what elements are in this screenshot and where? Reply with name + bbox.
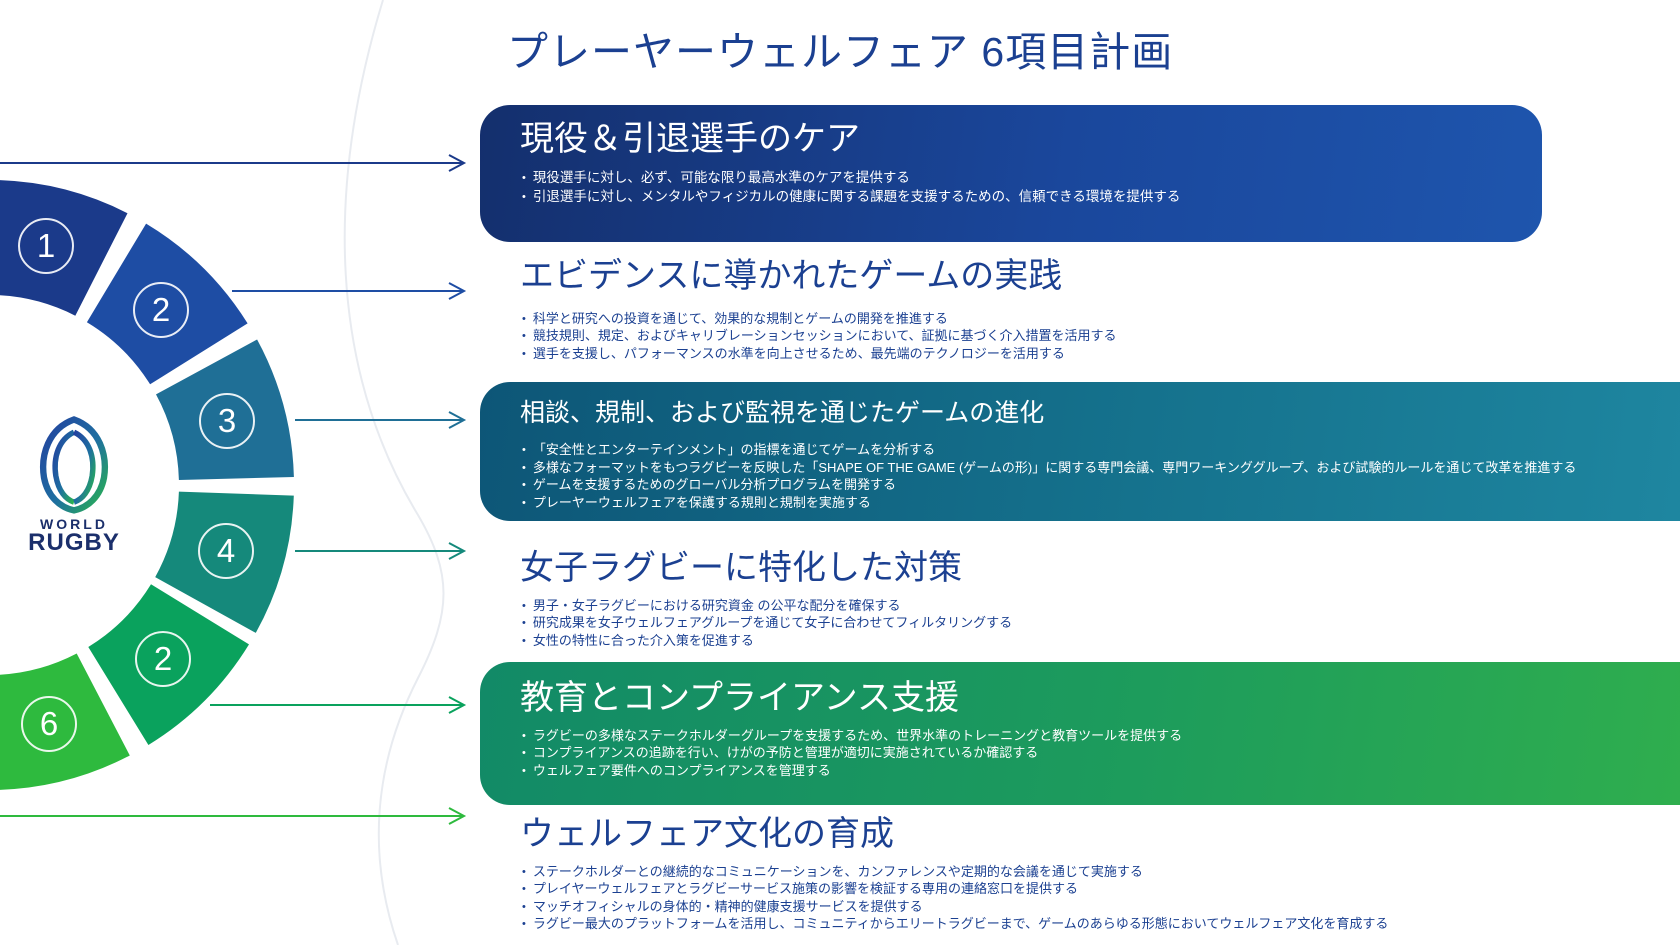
bullet-item: 引退選手に対し、メンタルやフィジカルの健康に関する課題を支援するための、信頼でき… <box>520 188 1180 207</box>
wheel-number-2: 2 <box>133 282 189 338</box>
section-1: 現役＆引退選手のケア 現役選手に対し、必ず、可能な限り最高水準のケアを提供する … <box>520 119 1180 207</box>
section-4: 女子ラグビーに特化した対策 男子・女子ラグビーにおける研究資金 の公平な配分を確… <box>520 548 1012 650</box>
connector-arrow-2 <box>232 282 467 300</box>
bullet-item: 女性の特性に合った介入策を促進する <box>520 633 1012 651</box>
section-2-bullets: 科学と研究への投資を通じて、効果的な規制とゲームの開発を推進する 競技規則、規定… <box>520 311 1117 364</box>
section-1-heading: 現役＆引退選手のケア <box>520 120 860 158</box>
connector-arrow-3 <box>295 411 467 429</box>
bullet-item: ウェルフェア要件へのコンプライアンスを管理する <box>520 763 1182 781</box>
section-2: エビデンスに導かれたゲームの実践 科学と研究への投資を通じて、効果的な規制とゲー… <box>520 256 1117 363</box>
connector-arrow-1 <box>0 154 467 172</box>
wheel-number-4-label: 4 <box>216 532 236 569</box>
swoosh-curve <box>343 0 445 945</box>
wheel-number-1: 1 <box>18 218 74 274</box>
section-6-heading: ウェルフェア文化の育成 <box>520 815 894 853</box>
wheel-number-6-label: 6 <box>39 705 59 742</box>
logo-text-rugby: RUGBY <box>28 529 120 556</box>
section-3: 相談、規制、および監視を通じたゲームの進化 「安全性とエンターテインメント」の指… <box>520 398 1576 512</box>
wheel-number-5: 2 <box>135 631 191 687</box>
wheel-number-1-label: 1 <box>36 227 56 264</box>
wheel-number-3: 3 <box>199 393 255 449</box>
bullet-item: プレイヤーウェルフェアとラグビーサービス施策の影響を検証する専用の連絡窓口を提供… <box>520 881 1388 899</box>
page-title: プレーヤーウェルフェア 6項目計画 <box>507 29 1174 75</box>
wheel-number-3-label: 3 <box>217 402 237 439</box>
bullet-item: ステークホルダーとの継続的なコミュニケーションを、カンファレンスや定期的な会議を… <box>520 864 1388 882</box>
connector-arrow-4 <box>295 542 467 560</box>
bullet-item: コンプライアンスの追跡を行い、けがの予防と管理が適切に実施されているか確認する <box>520 745 1182 763</box>
section-5: 教育とコンプライアンス支援 ラグビーの多様なステークホルダーグループを支援するた… <box>520 678 1182 780</box>
bullet-item: 選手を支援し、パフォーマンスの水準を向上させるため、最先端のテクノロジーを活用す… <box>520 346 1117 364</box>
wheel-number-6: 6 <box>21 696 77 752</box>
section-2-heading: エビデンスに導かれたゲームの実践 <box>520 257 1063 295</box>
section-3-heading: 相談、規制、および監視を通じたゲームの進化 <box>520 399 1045 427</box>
section-1-bullets: 現役選手に対し、必ず、可能な限り最高水準のケアを提供する 引退選手に対し、メンタ… <box>520 169 1180 207</box>
bullet-item: プレーヤーウェルフェアを保護する規則と規制を実施する <box>520 495 1576 513</box>
bullet-item: 多様なフォーマットをもつラグビーを反映した「SHAPE OF THE GAME … <box>520 460 1577 478</box>
wheel-number-4: 4 <box>198 523 254 579</box>
bullet-item: ゲームを支援するためのグローバル分析プログラムを開発する <box>520 477 1576 495</box>
section-4-bullets: 男子・女子ラグビーにおける研究資金 の公平な配分を確保する 研究成果を女子ウェル… <box>520 598 1012 651</box>
bullet-item: 男子・女子ラグビーにおける研究資金 の公平な配分を確保する <box>520 598 1012 616</box>
section-5-heading: 教育とコンプライアンス支援 <box>520 679 959 717</box>
logo-text-world: WORLD <box>40 516 108 532</box>
world-rugby-logo: WORLD RUGBY <box>24 414 124 557</box>
bullet-item: 現役選手に対し、必ず、可能な限り最高水準のケアを提供する <box>520 169 1180 188</box>
section-6-bullets: ステークホルダーとの継続的なコミュニケーションを、カンファレンスや定期的な会議を… <box>520 864 1389 934</box>
connector-arrow-6 <box>0 807 467 825</box>
section-6: ウェルフェア文化の育成 ステークホルダーとの継続的なコミュニケーションを、カンフ… <box>520 814 1388 934</box>
section-4-heading: 女子ラグビーに特化した対策 <box>520 549 962 587</box>
world-rugby-logo-mark <box>40 416 108 514</box>
bullet-item: マッチオフィシャルの身体的・精神的健康支援サービスを提供する <box>520 899 1388 917</box>
section-5-bullets: ラグビーの多様なステークホルダーグループを支援するため、世界水準のトレーニングと… <box>520 728 1182 781</box>
bullet-item: ラグビー最大のプラットフォームを活用し、コミュニティからエリートラグビーまで、ゲ… <box>520 916 1389 934</box>
bullet-item: 科学と研究への投資を通じて、効果的な規制とゲームの開発を推進する <box>520 311 1117 329</box>
bullet-item: 競技規則、規定、およびキャリブレーションセッションにおいて、証拠に基づく介入措置… <box>520 328 1117 346</box>
connector-arrow-5 <box>210 696 467 714</box>
bullet-item: 「安全性とエンターテインメント」の指標を通じてゲームを分析する <box>520 442 1576 460</box>
section-3-bullets: 「安全性とエンターテインメント」の指標を通じてゲームを分析する 多様なフォーマッ… <box>520 442 1577 513</box>
bullet-item: 研究成果を女子ウェルフェアグループを通じて女子に合わせてフィルタリングする <box>520 615 1012 633</box>
wheel-number-5-label: 2 <box>153 640 173 677</box>
wheel-number-2-label: 2 <box>151 291 171 328</box>
bullet-item: ラグビーの多様なステークホルダーグループを支援するため、世界水準のトレーニングと… <box>520 728 1182 746</box>
